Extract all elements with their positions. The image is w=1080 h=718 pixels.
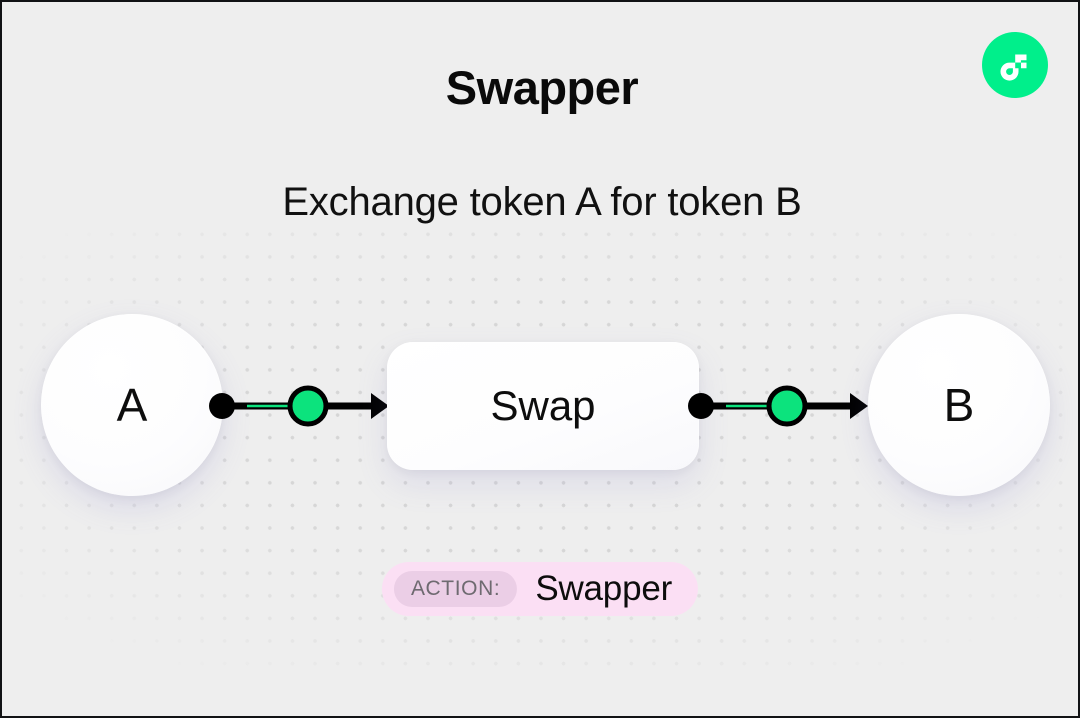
page-subtitle: Exchange token A for token B [282, 180, 802, 224]
diagram-edge-a-to-swap[interactable] [207, 383, 389, 429]
diagram-node-a[interactable]: A [41, 314, 223, 496]
action-badge-value: Swapper [535, 569, 673, 608]
diagram-node-a-label: A [116, 379, 148, 431]
action-badge-key: ACTION: [393, 571, 518, 607]
diagram-node-swap[interactable]: Swap [387, 342, 699, 470]
diagram-edge-swap-to-b[interactable] [686, 383, 868, 429]
diagram-node-b-label: B [943, 379, 975, 431]
action-badge: ACTION: Swapper [381, 562, 699, 616]
diagram-node-swap-label: Swap [490, 382, 596, 429]
page-title: Swapper [445, 61, 639, 114]
diagram-node-b[interactable]: B [868, 314, 1050, 496]
flow-logo-icon[interactable] [982, 32, 1048, 98]
